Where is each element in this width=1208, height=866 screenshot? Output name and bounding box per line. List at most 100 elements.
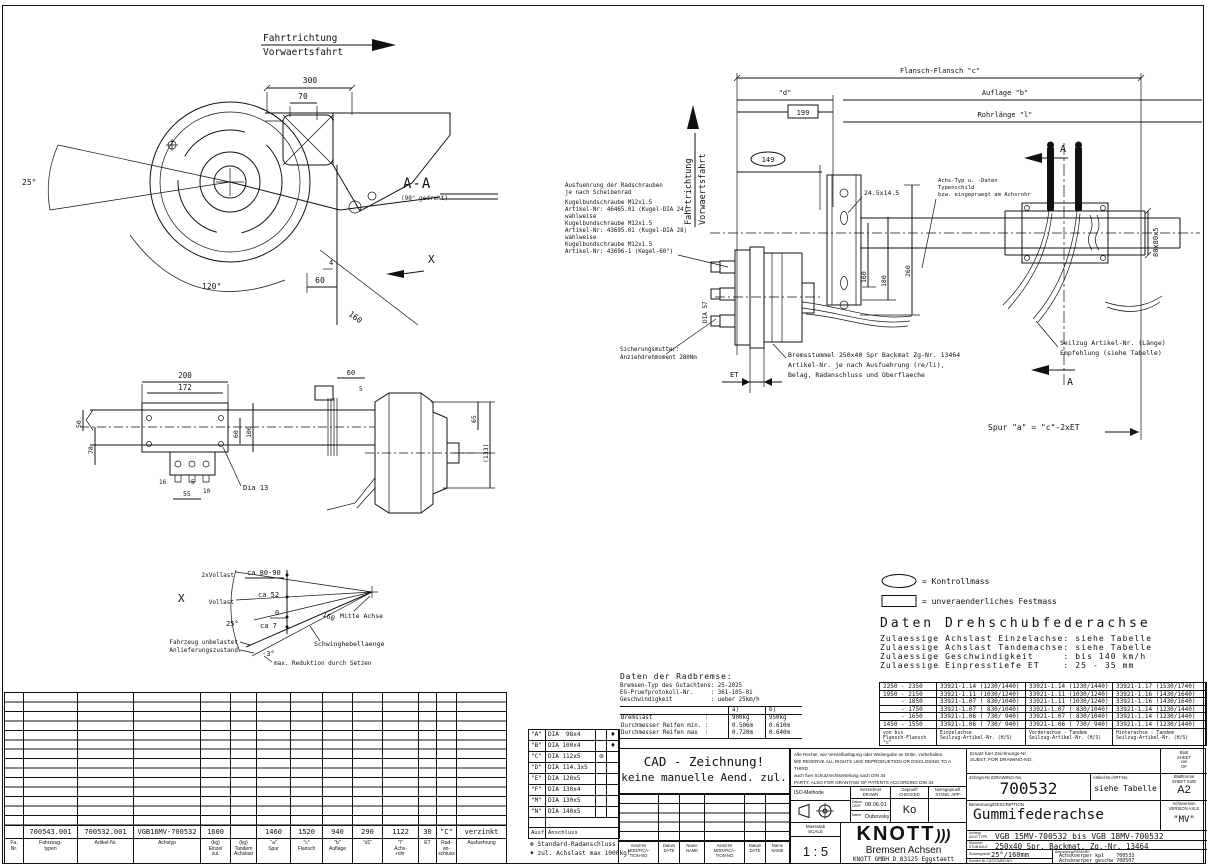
revision-header: Aend-Nr MODIFICA- TION-NO: [619, 841, 659, 863]
note-line: Seilzug Artikel-Nr. (Länge): [1060, 339, 1166, 347]
table-cell: DIA 130x5: [546, 796, 596, 807]
et-dimension: ET: [722, 347, 782, 393]
revision-header: Name NAME: [680, 841, 705, 863]
section-label: A-A (90° gedreht): [401, 176, 448, 202]
dim-199-boxed: 199: [797, 109, 810, 117]
hub-and-drum: DIA 57: [702, 247, 822, 348]
table-cell: "C": [437, 825, 457, 839]
cad-note-line: CAD - Zeichnung!: [643, 754, 765, 769]
stub-axle-cell: Stummel STUB AXLE 250x40 Spr. Backmat. Z…: [967, 841, 1207, 850]
row-label: Durchmesser Reifen max :: [621, 730, 709, 737]
cad-note-box: CAD - Zeichnung! keine manuelle Aend. zu…: [618, 748, 790, 794]
disclaimer-line: auch fuer Schutzrechtserteilung nach DIN…: [794, 773, 886, 778]
drawing-number-label: Zchngs-Nr./DRAWING-No.: [969, 775, 1023, 780]
spur-formula: Spur "a" = "c"-2xET: [988, 423, 1139, 436]
dim-5: 5: [191, 479, 195, 486]
dim-100: 100: [245, 426, 253, 438]
note-line: Artikel-Nr: 46465.01 (Kugel-DIA 24): [565, 207, 687, 213]
table-cell: 1600: [201, 825, 231, 839]
table-cell: 33921-1.14 (1230/1440): [937, 683, 1026, 691]
axle-type-cell: Achstyp AXLE TYPE VGB 15MV-700532 bis VG…: [967, 831, 1207, 841]
legend-kontrollmass: = Kontrollmass: [880, 573, 1057, 589]
mark-cell: ♦: [607, 730, 619, 741]
title-block: Alle Rechte, wie Vervielfaeltigung oder …: [790, 748, 1207, 864]
remark-line: Achskoerper kpl 700533: [1059, 853, 1135, 859]
row-label: Durchmesser Reifen min. :: [621, 722, 709, 729]
table-cell: VGB16MV-700532: [134, 825, 201, 839]
wheel-studs: [711, 261, 735, 327]
table-cell: "N": [529, 807, 546, 818]
sheet-size-value: A2: [1177, 784, 1191, 797]
label-mitte-achse: Mitte Achse: [340, 612, 383, 620]
dim-4: 4: [329, 259, 333, 267]
mark-cell: ♦: [607, 741, 619, 752]
axle-version-label: Achsversion VERSION AXLE: [1168, 801, 1200, 811]
row-label: Bremslast :: [621, 715, 709, 722]
table-cell: 33921-1.07 ( 830/1040): [1026, 713, 1113, 721]
empty-column: [457, 693, 506, 825]
table-cell: 33921-1.06 ( 730/ 940): [937, 713, 1026, 721]
data-line: Zulaessige Geschwindigkeit : bis 140 km/…: [880, 652, 1147, 661]
legend-festmass: = unveraenderliches Festmass: [880, 593, 1057, 609]
column-header: Fa. Nr.: [5, 839, 24, 863]
dim-flansch-flansch-c: Flansch-Flansch "c": [900, 67, 980, 75]
iso-method-label: ISO-Methode: [791, 787, 851, 801]
artikel-label: Artikel-Nr./ART-No.: [1093, 775, 1129, 780]
dim-60: 60: [315, 276, 325, 285]
brake-drum-side: [327, 393, 475, 513]
empty-column: [134, 693, 201, 825]
note-line: Belag, Radanschluss und Oberflaeche: [788, 371, 925, 379]
direction-label: Fahrtrichtung: [684, 158, 694, 225]
mark-cell: [596, 785, 607, 796]
mark-cell: ⊛: [596, 752, 607, 763]
description-label: Benennung/DESCRIPTION: [969, 802, 1025, 807]
sheet-size-label: Blattformat SHEET SIZE: [1171, 774, 1197, 784]
axle-version-cell: Achsversion VERSION AXLE "MV": [1161, 801, 1207, 831]
revision-rows: [705, 795, 745, 841]
value-a: 0.720m: [728, 730, 765, 738]
sheet-label: Blatt SHEET von OF: [1161, 749, 1207, 774]
table-cell: 33921-1.06 ( 730/ 940): [937, 720, 1026, 729]
value-ca52: ca 52: [258, 591, 279, 599]
dia-note-achslast: ♦ zul. Achslast max 1000kg!: [530, 850, 631, 857]
wheel-bolt-note: Ausfuehrung der Radschrauben je nach Sch…: [565, 183, 728, 267]
artikel-cell: Artikel-Nr./ART-No. siehe Tabelle: [1091, 774, 1161, 801]
axle-type-label: Achstyp AXLE TYPE: [969, 831, 988, 839]
axle-assembly-view: Fahrtrichtung Vorwaertsfahrt Ausfuehrung…: [565, 67, 1206, 475]
seilzug-note: Seilzug Artikel-Nr. (Länge) Empfehlung (…: [1036, 321, 1166, 357]
column-header: (kg) Tandem Achslast: [231, 839, 257, 863]
section-a-label: A: [1067, 377, 1073, 388]
radbremse-table: a) b) Bremslast : 900kg 950kg Durchmesse…: [620, 706, 802, 739]
view-x-marker: X: [386, 253, 435, 278]
note-line: Typenschild: [938, 185, 974, 191]
column-header: "d1": [353, 839, 383, 863]
table-cell: "D": [529, 763, 546, 774]
rect-symbol: [880, 593, 922, 609]
table-cell: 33921-1.17 (1530/1740): [1113, 683, 1206, 691]
table-footer-cell: von bis Flansch-Flansch "c": [880, 728, 937, 745]
column-header: Rad- an- schluss: [437, 839, 457, 863]
stand-app-value: [929, 799, 967, 823]
logo-waves-icon: ))): [935, 827, 951, 844]
value-b: 950kg: [765, 715, 802, 723]
ellipse-symbol: [880, 573, 922, 589]
table-cell: verzinkt: [457, 825, 506, 839]
empty-cell: [529, 818, 546, 828]
section-a-label: A: [1060, 144, 1066, 155]
empty-column: [24, 693, 78, 825]
table-cell: 1122: [383, 825, 419, 839]
drawn-header: Gezeichnet DRAWN: [851, 787, 891, 799]
x-label: X: [178, 592, 185, 605]
revision-rows: [680, 795, 705, 841]
dim-60: 60: [232, 430, 240, 438]
dim-25deg: 25°: [226, 620, 239, 628]
block-title: Daten der Radbremse:: [620, 672, 733, 681]
customer-no-cell: Kunden-Nr CUSTOMER-NO: [967, 859, 1053, 864]
value-0: 0: [275, 609, 279, 617]
label-2xvollast: 2xVollast: [201, 572, 234, 579]
date-cell: Datum DATE 08.06.01: [851, 799, 891, 811]
table-footer-cell: Vorderachse - Tandem Seilzug-Artikel-Nr.…: [1026, 728, 1113, 745]
col-a-header: a): [728, 707, 765, 715]
dim-65: 65: [470, 415, 478, 423]
direction-arrow: Fahrtrichtung Vorwaertsfahrt: [261, 33, 396, 58]
